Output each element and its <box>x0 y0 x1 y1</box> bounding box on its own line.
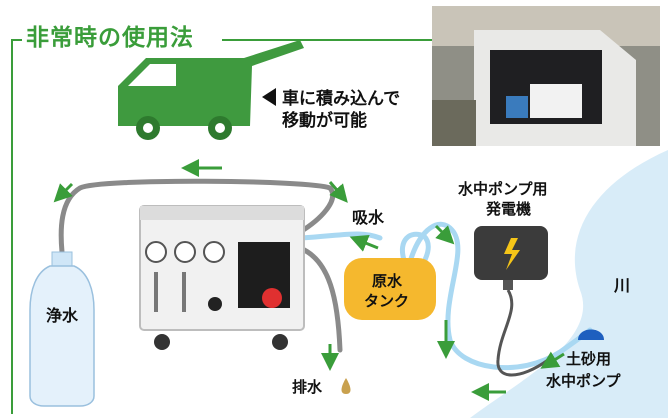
clean-water-label: 浄水 <box>46 306 79 325</box>
pointer-triangle-icon <box>262 88 276 106</box>
intake-label: 吸水 <box>352 208 385 227</box>
move-note-line1: 車に積み込んで <box>282 89 401 109</box>
clean-water-bottle <box>29 251 95 407</box>
generator-label-line2: 発電機 <box>486 200 532 218</box>
submersible-pump <box>578 329 604 340</box>
page-title: 非常時の使用法 <box>22 18 198 52</box>
generator-cable <box>496 289 549 377</box>
generator-label-line1: 水中ポンプ用 <box>458 180 548 198</box>
truck-icon <box>118 40 304 140</box>
raw-tank-label-line2: タンク <box>364 292 410 310</box>
truck-photo <box>432 6 660 146</box>
move-note-line2: 移動が可能 <box>282 111 367 131</box>
river <box>470 150 668 418</box>
generator <box>474 226 548 290</box>
raw-water-tank <box>344 258 436 320</box>
drain-label: 排水 <box>292 378 323 396</box>
river-label: 川 <box>614 276 631 295</box>
water-purifier-machine <box>139 205 305 350</box>
raw-tank-label-line1: 原水 <box>372 272 403 290</box>
hose-outflow <box>58 178 343 353</box>
pump-label-line1: 土砂用 <box>566 350 612 368</box>
drain-drop-icon <box>341 378 351 394</box>
pump-label-line2: 水中ポンプ <box>546 372 621 390</box>
flow-arrows <box>53 159 565 401</box>
frame-line <box>11 39 432 414</box>
